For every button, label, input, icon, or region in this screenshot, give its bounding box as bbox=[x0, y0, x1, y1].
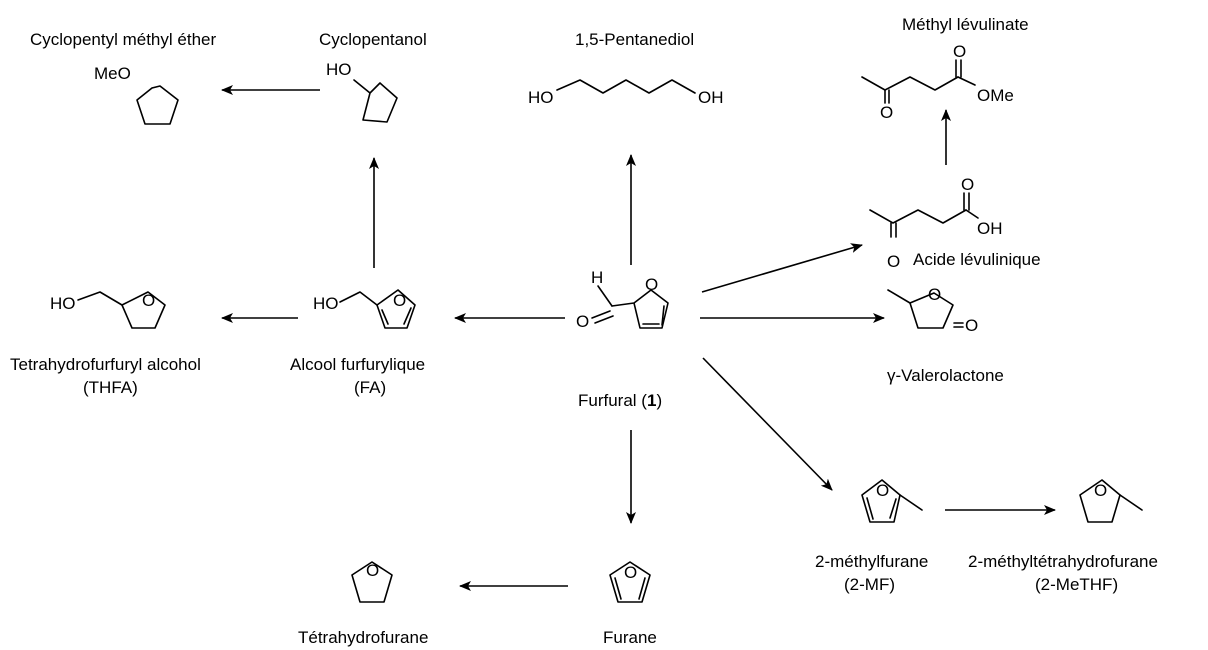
cyclopentanol-hydroxyl: HO bbox=[326, 60, 352, 79]
structure-methyl-levulinate: O O OMe bbox=[861, 42, 1014, 122]
arrow-furfural-to-levulinic-acid bbox=[701, 243, 863, 293]
structure-furan: O bbox=[609, 561, 651, 603]
structure-cyclopentanol: HO bbox=[326, 60, 398, 123]
fa-ring-o: O bbox=[393, 291, 406, 310]
structure-levulinic-acid: O O OH bbox=[869, 175, 1003, 271]
label-furfuryl-alcohol: Alcool furfurylique bbox=[290, 355, 425, 374]
ml-methoxy: OMe bbox=[977, 86, 1014, 105]
ml-ester-o: O bbox=[953, 42, 966, 61]
label-methylfuran-abbr: (2-MF) bbox=[844, 575, 895, 594]
structure-methylfuran: O bbox=[861, 479, 923, 523]
furan-ring-o: O bbox=[624, 563, 637, 582]
label-methyl-levulinate: Méthyl lévulinate bbox=[902, 15, 1029, 34]
structure-pentanediol: HO OH bbox=[528, 79, 724, 107]
la-keto-o: O bbox=[887, 252, 900, 271]
structure-thfa: HO O bbox=[50, 291, 166, 329]
gvl-ring-o: O bbox=[928, 285, 941, 304]
label-pentanediol: 1,5-Pentanediol bbox=[575, 30, 694, 49]
structure-cpme: MeO bbox=[94, 64, 179, 125]
fa-hydroxyl: HO bbox=[313, 294, 339, 313]
thf-ring-o: O bbox=[366, 561, 379, 580]
mthf-ring-o: O bbox=[1094, 481, 1107, 500]
label-methylthf: 2-méthyltétrahydrofurane bbox=[968, 552, 1158, 571]
label-thf: Tétrahydrofurane bbox=[298, 628, 428, 647]
structure-methylthf: O bbox=[1079, 479, 1143, 523]
la-hydroxyl: OH bbox=[977, 219, 1003, 238]
structure-thf: O bbox=[351, 561, 393, 603]
label-methylthf-abbr: (2-MeTHF) bbox=[1035, 575, 1118, 594]
label-cpme: Cyclopentyl méthyl éther bbox=[30, 30, 216, 49]
structure-gvl: O O bbox=[887, 285, 978, 335]
mf-ring-o: O bbox=[876, 481, 889, 500]
structure-furfural: H O O bbox=[576, 268, 669, 331]
thfa-ring-o: O bbox=[142, 291, 155, 310]
la-acid-o: O bbox=[961, 175, 974, 194]
arrow-furfural-to-methylfuran bbox=[702, 357, 833, 491]
pentanediol-oh-right: OH bbox=[698, 88, 724, 107]
label-thfa: Tetrahydrofurfuryl alcohol bbox=[10, 355, 201, 374]
thfa-hydroxyl: HO bbox=[50, 294, 76, 313]
label-levulinic-acid: Acide lévulinique bbox=[913, 250, 1041, 269]
furfural-ring-o: O bbox=[645, 275, 658, 294]
furfural-aldehyde-h: H bbox=[591, 268, 603, 287]
label-cyclopentanol: Cyclopentanol bbox=[319, 30, 427, 49]
label-furfural: Furfural (1) bbox=[578, 391, 662, 410]
label-fa-abbr: (FA) bbox=[354, 378, 386, 397]
gvl-carbonyl-o: O bbox=[965, 316, 978, 335]
label-thfa-abbr: (THFA) bbox=[83, 378, 138, 397]
cpme-methoxy: MeO bbox=[94, 64, 131, 83]
structure-furfuryl-alcohol: HO O bbox=[313, 289, 416, 329]
label-furan: Furane bbox=[603, 628, 657, 647]
ml-keto-o: O bbox=[880, 103, 893, 122]
pentanediol-ho-left: HO bbox=[528, 88, 554, 107]
label-methylfuran: 2-méthylfurane bbox=[815, 552, 928, 571]
label-gvl: γ-Valerolactone bbox=[887, 366, 1004, 385]
furfural-carbonyl-o: O bbox=[576, 312, 589, 331]
